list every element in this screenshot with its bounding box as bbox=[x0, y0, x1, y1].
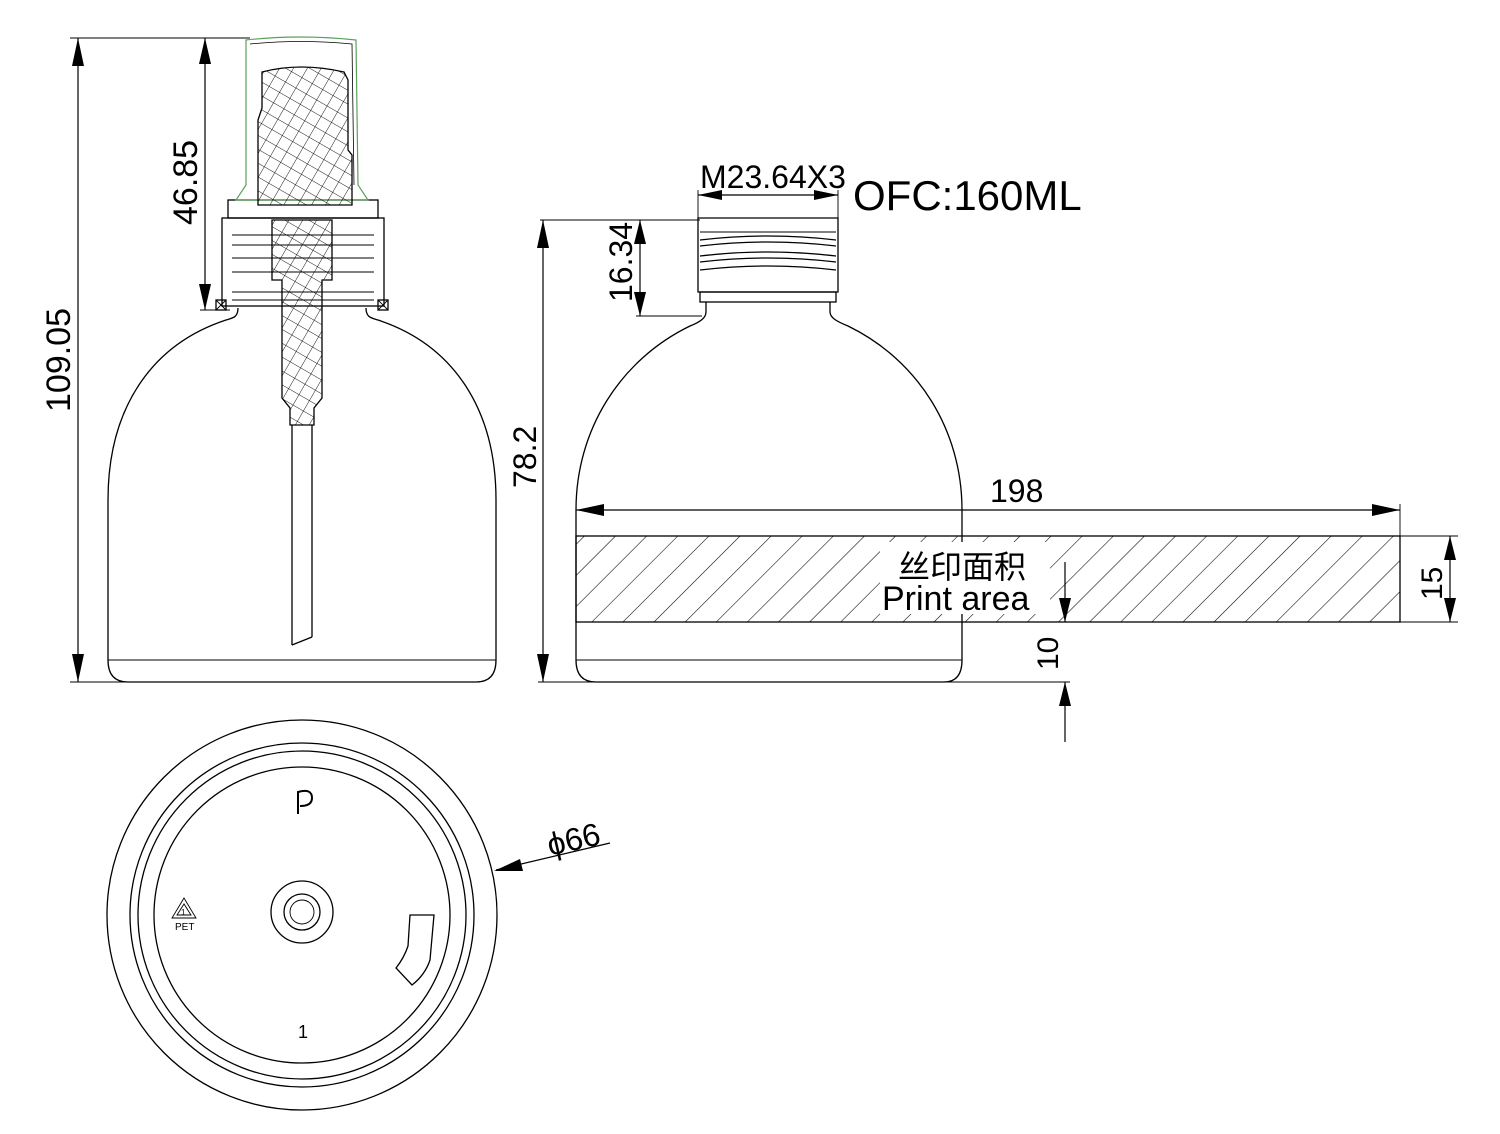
print-width-dimension bbox=[576, 504, 1400, 516]
mold-p-mark bbox=[297, 789, 314, 814]
print-offset-label: 10 bbox=[1032, 637, 1065, 670]
neck-height-label: 16.34 bbox=[603, 222, 639, 302]
bottle-bottom-view: 1 PET 1 ϕ66 bbox=[106, 719, 611, 1111]
bottle-body-outline bbox=[107, 307, 497, 683]
dip-tube bbox=[291, 425, 313, 646]
print-area-label-cn: 丝印面积 bbox=[898, 548, 1026, 586]
print-height-dimension bbox=[1400, 535, 1458, 623]
thread-spec-label: M23.64X3 bbox=[700, 159, 846, 195]
recycle-icon: 1 PET bbox=[171, 897, 197, 933]
diameter-label: ϕ66 bbox=[543, 816, 603, 863]
bottle-side-view: M23.64X3 OFC:160ML 16.34 78.2 bbox=[507, 159, 1458, 742]
print-width-label: 198 bbox=[990, 473, 1043, 509]
svg-text:1: 1 bbox=[181, 908, 186, 917]
bottle-height-label: 78.2 bbox=[507, 426, 543, 488]
pump-bottle-side-view: 109.05 46.85 bbox=[40, 36, 497, 683]
pump-height-label: 46.85 bbox=[167, 140, 205, 225]
material-code-label: PET bbox=[175, 922, 194, 933]
print-offset-dimension bbox=[1059, 562, 1071, 742]
date-window bbox=[395, 914, 435, 986]
gate-outer bbox=[270, 880, 334, 944]
print-area-label-en: Print area bbox=[882, 580, 1029, 618]
pump-stem bbox=[271, 219, 333, 426]
neck-height-dimension bbox=[540, 219, 702, 317]
bottle-finish bbox=[697, 217, 839, 303]
print-height-label: 15 bbox=[1416, 567, 1449, 600]
capacity-label: OFC:160ML bbox=[853, 172, 1082, 219]
actuator-head bbox=[257, 66, 353, 206]
cavity-number-label: 1 bbox=[298, 1022, 308, 1042]
thread-dimension bbox=[697, 190, 839, 218]
bottle-outline bbox=[575, 302, 963, 683]
pump-height-dimension bbox=[199, 38, 230, 311]
diameter-leader bbox=[494, 842, 611, 871]
gate-inner bbox=[283, 893, 321, 931]
pump-overcap bbox=[234, 36, 370, 201]
overall-height-label: 109.05 bbox=[40, 308, 78, 412]
